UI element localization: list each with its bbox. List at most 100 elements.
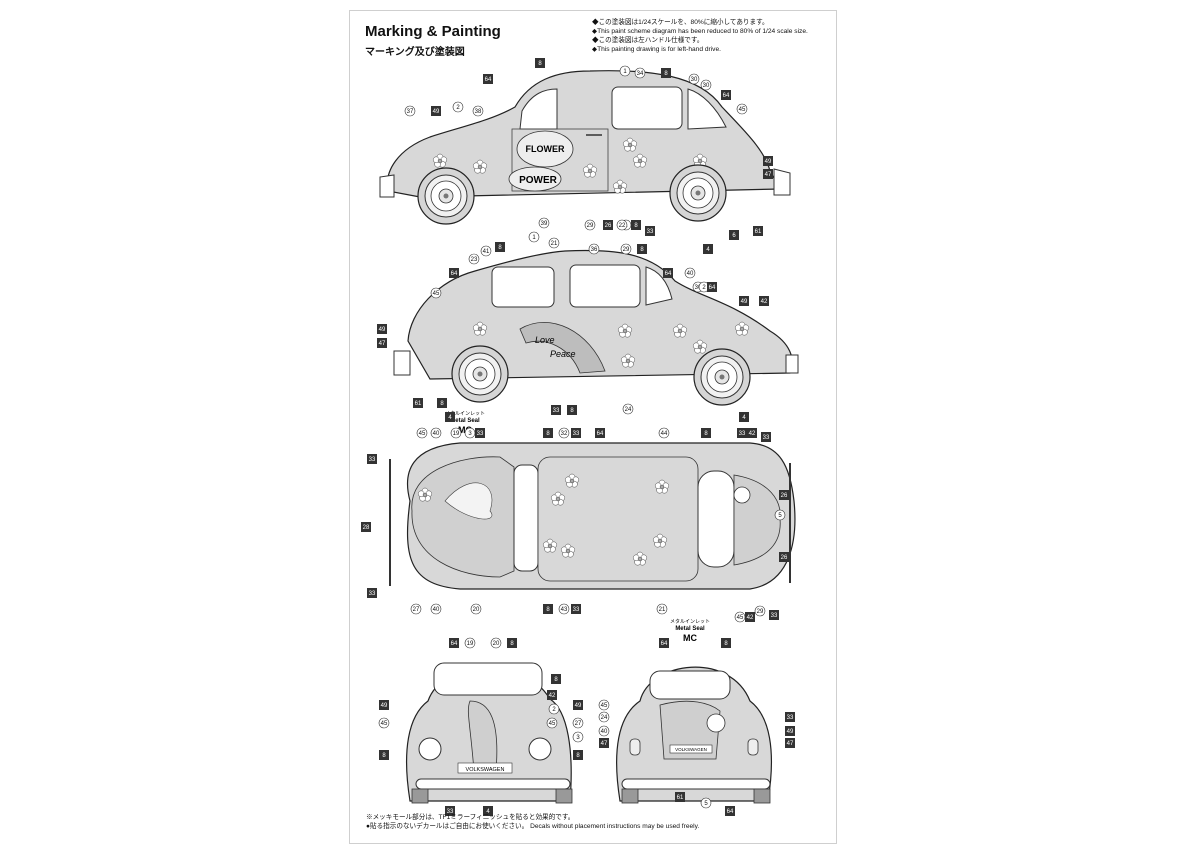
callout-45: 45 xyxy=(736,103,748,115)
callout-number: 8 xyxy=(440,401,444,407)
callout-number: 33 xyxy=(573,431,580,437)
callout-23: 23 xyxy=(468,253,480,265)
callout-number: 29 xyxy=(757,609,764,615)
top-view xyxy=(389,442,796,590)
callout-64: 64 xyxy=(595,428,605,438)
callout-number: 1 xyxy=(623,69,627,75)
callout-33: 33 xyxy=(445,806,455,816)
callout-number: 45 xyxy=(381,721,388,727)
taillight-left xyxy=(629,738,641,756)
window-door xyxy=(569,264,641,308)
callout-number: 26 xyxy=(605,223,612,229)
callout-number: 8 xyxy=(498,245,502,251)
callout-number: 29 xyxy=(587,223,594,229)
callout-8: 8 xyxy=(437,398,447,408)
callout-labels: 3749238648134830306445494713929262283346… xyxy=(361,58,795,816)
window-side xyxy=(611,86,683,130)
windshield xyxy=(433,662,543,696)
callout-49: 49 xyxy=(763,156,773,166)
callout-number: 61 xyxy=(755,229,762,235)
callout-number: 26 xyxy=(781,555,788,561)
page-title: Marking & Painting xyxy=(365,23,501,40)
callout-49: 49 xyxy=(785,726,795,736)
callout-8: 8 xyxy=(631,220,641,230)
callout-number: 5 xyxy=(778,513,782,519)
taillight-right xyxy=(747,738,759,756)
callout-33: 33 xyxy=(571,604,581,614)
callout-number: 24 xyxy=(625,407,632,413)
callout-28: 28 xyxy=(361,522,371,532)
callout-number: 5 xyxy=(704,801,708,807)
callout-64: 64 xyxy=(707,282,717,292)
callout-number: 8 xyxy=(724,641,728,647)
callout-number: 64 xyxy=(723,93,730,99)
callout-number: 4 xyxy=(706,247,710,253)
rear-badge-text: VOLKSWAGEN xyxy=(675,747,707,752)
footer-line: ●貼る指示のないデカールはご自由にお使いください。 Decals without… xyxy=(366,823,700,830)
callout-8: 8 xyxy=(495,242,505,252)
callout-number: 19 xyxy=(467,641,474,647)
love-peace-text-1: Love xyxy=(535,335,555,345)
callout-number: 8 xyxy=(640,247,644,253)
callout-8: 8 xyxy=(661,68,671,78)
callout-21: 21 xyxy=(656,603,668,615)
callout-26: 26 xyxy=(603,220,613,230)
callout-number: 49 xyxy=(765,159,772,165)
callout-number: 8 xyxy=(634,223,638,229)
callout-number: 8 xyxy=(570,408,574,414)
window-side xyxy=(491,266,555,308)
callout-number: 45 xyxy=(739,107,746,113)
callout-number: 40 xyxy=(601,729,608,735)
callout-45: 45 xyxy=(430,287,442,299)
callout-number: 2 xyxy=(456,105,460,111)
callout-8: 8 xyxy=(543,428,553,438)
callout-number: 36 xyxy=(591,247,598,253)
callout-number: 27 xyxy=(575,721,582,727)
callout-number: 38 xyxy=(475,109,482,115)
callout-number: 20 xyxy=(473,607,480,613)
callout-40: 40 xyxy=(598,725,610,737)
footer-notes: ※メッキモール部分は、TF1ミラーフィニッシュを貼ると効果的です。 ●貼る指示の… xyxy=(366,813,699,831)
callout-3: 3 xyxy=(464,427,476,439)
window-vent xyxy=(645,266,673,306)
callout-38: 38 xyxy=(472,105,484,117)
flower-power-circle-2 xyxy=(508,166,562,192)
callout-number: 21 xyxy=(551,241,558,247)
callout-number: 8 xyxy=(704,431,708,437)
callout-number: 47 xyxy=(601,741,608,747)
callout-40: 40 xyxy=(430,603,442,615)
callout-number: 44 xyxy=(661,431,668,437)
callout-47: 47 xyxy=(785,738,795,748)
callout-41: 41 xyxy=(480,245,492,257)
callout-number: 2 xyxy=(552,707,556,713)
callout-number: 21 xyxy=(659,607,666,613)
callout-61: 61 xyxy=(675,792,685,802)
callout-29: 29 xyxy=(620,243,632,255)
callout-number: 3 xyxy=(468,431,472,437)
metal-seal-jp: メタルインレット xyxy=(670,618,710,625)
flower-power-circle-1 xyxy=(516,130,574,168)
callout-40: 40 xyxy=(684,267,696,279)
callout-number: 33 xyxy=(763,435,770,441)
callout-5: 5 xyxy=(700,797,712,809)
callout-33: 33 xyxy=(737,428,747,438)
rear-window xyxy=(649,670,731,700)
callout-number: 45 xyxy=(601,703,608,709)
callout-number: 49 xyxy=(787,729,794,735)
rear-wheel xyxy=(451,345,509,403)
callout-number: 64 xyxy=(451,641,458,647)
callout-4: 4 xyxy=(703,244,713,254)
rear-sunflower xyxy=(733,486,751,504)
callout-45: 45 xyxy=(378,717,390,729)
callout-number: 40 xyxy=(687,271,694,277)
love-peace-text-2: Peace xyxy=(550,349,576,359)
callout-19: 19 xyxy=(464,637,476,649)
callout-21: 21 xyxy=(548,237,560,249)
callout-number: 64 xyxy=(665,271,672,277)
callout-42: 42 xyxy=(747,428,757,438)
callout-39: 39 xyxy=(538,217,550,229)
callout-number: 27 xyxy=(413,607,420,613)
callout-64: 64 xyxy=(659,638,669,648)
callout-number: 33 xyxy=(647,229,654,235)
windshield xyxy=(513,464,539,572)
